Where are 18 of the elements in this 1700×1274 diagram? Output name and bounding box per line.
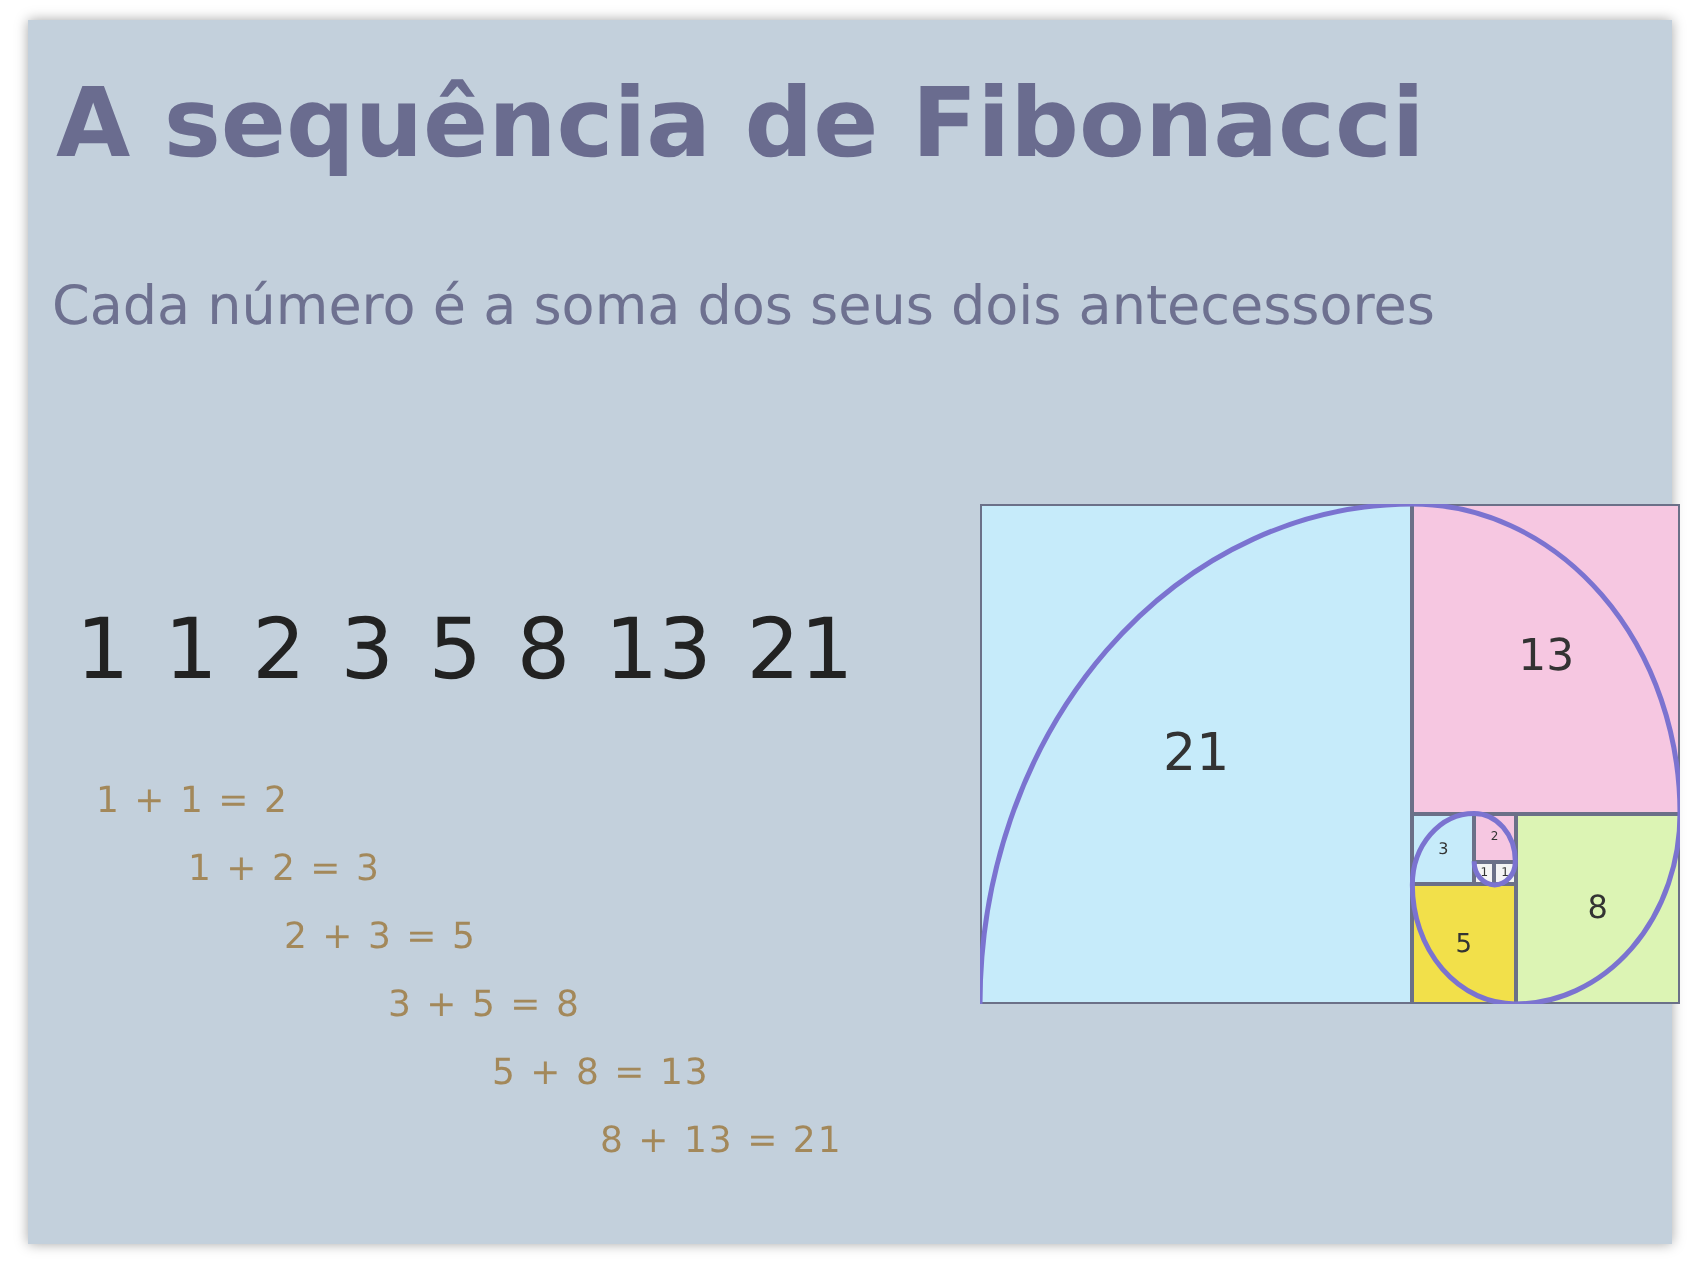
subtitle: Cada número é a soma dos seus dois antecessores: [52, 276, 1435, 338]
equation: 5 + 8 = 13: [492, 1052, 710, 1094]
fibonacci-square: [1412, 884, 1516, 1004]
equation: 3 + 5 = 8: [388, 984, 581, 1026]
fibonacci-square: [1515, 813, 1680, 1004]
equation: 2 + 3 = 5: [284, 916, 477, 958]
square-number: 21: [1163, 728, 1230, 780]
square-number: 8: [1587, 892, 1608, 925]
square-number: 3: [1438, 841, 1449, 858]
fibonacci-square: [1412, 504, 1680, 814]
equation: 1 + 2 = 3: [188, 848, 381, 890]
title: A sequência de Fibonacci: [56, 68, 1425, 180]
equation: 8 + 13 = 21: [600, 1120, 843, 1162]
square-number: 13: [1518, 636, 1575, 681]
number-sequence: 1 1 2 3 5 8 13 21: [76, 600, 854, 698]
square-number: 5: [1455, 931, 1473, 958]
fibonacci-square: [980, 504, 1413, 1004]
equation: 1 + 1 = 2: [96, 780, 289, 822]
